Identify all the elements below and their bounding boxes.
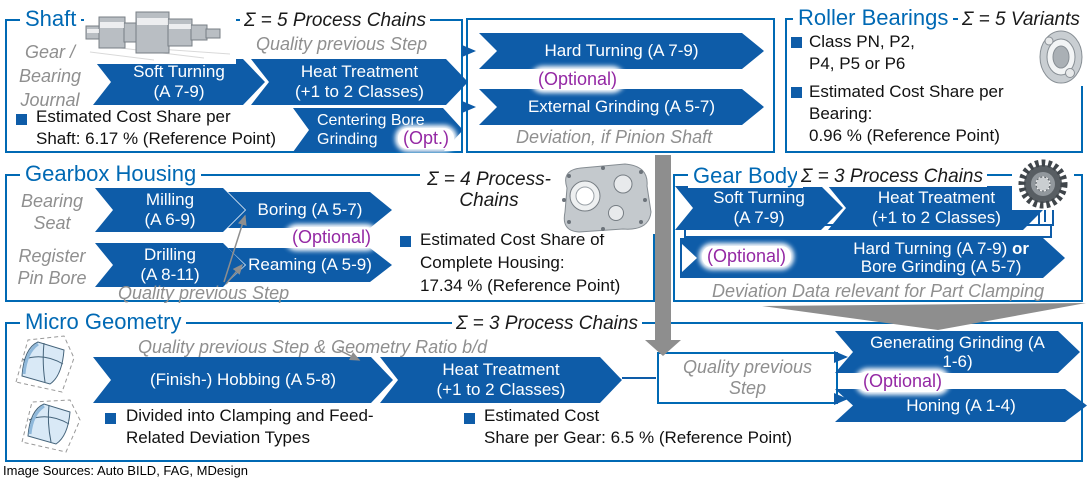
arrow-boring: Boring (A 5-7) [228,192,392,228]
micro-sigma: Σ = 3 Process Chains [452,313,642,334]
roller-bearings-sigma: Σ = 5 Variants [958,9,1084,30]
shaft-sigma: Σ = 5 Process Chains [240,10,430,31]
micro-deviation-bullet [105,413,116,424]
arrow-honing: Honing (A 1-4) [835,389,1087,422]
deviation-flow-arrowhead [645,340,681,356]
gear-body-note: Deviation Data relevant for Part Clampin… [712,281,1045,301]
arrow-hard-turning-or-bore-grinding: (Optional) Hard Turning (A 7-9) or Bore … [680,238,1065,278]
micro-geometry-title: Micro Geometry [20,310,187,334]
micro-deviation-text: Divided into Clamping and Feed- Related … [126,406,374,447]
pinion-note: Deviation, if Pinion Shaft [516,127,713,147]
bearing-photo [1038,28,1084,86]
gearbody-optional-label: (Optional) [702,246,791,267]
quality-previous-step-box: Quality previous Step [657,352,838,404]
arrow-generating-grinding: Generating Grinding (A 1-6) [835,331,1080,373]
housing-cost-bullet [400,236,411,247]
arrow-hard-turning-shaft: Hard Turning (A 7-9) [479,33,764,69]
bearing-cost-text: Estimated Cost Share per Bearing: 0.96 %… [809,82,1004,145]
loopback-arrowhead [682,244,697,272]
micro-cost-text: Estimated Cost Share per Gear: 6.5 % (Re… [484,406,793,447]
arrow-drilling: Drilling (A 8-11) [95,243,245,287]
housing-optional-label: (Optional) [287,227,377,248]
housing-side-label-bottom: Register Pin Bore [17,246,87,288]
arrow-heat-treatment-shaft: Heat Treatment (+1 to 2 Classes) [251,59,468,105]
gear-body-sigma: Σ = 3 Process Chains [797,166,987,187]
gearbody-finishing-text: Hard Turning (A 7-9) or Bore Grinding (A… [853,239,1029,276]
housing-quality-note: Quality previous Step [118,283,290,303]
shaft-title: Shaft [20,7,82,31]
image-sources-footer: Image Sources: Auto BILD, FAG, MDesign [3,463,248,478]
arrow-external-grinding: External Grinding (A 5-7) [479,89,764,125]
pinion-optional-label: (Optional) [533,69,623,90]
micro-cost-bullet [464,413,475,424]
arrow-soft-turning-gearbody: Soft Turning (A 7-9) [675,186,843,230]
deviation-flow-bar [655,155,671,341]
arrow-hobbing: (Finish-) Hobbing (A 5-8) [93,357,393,403]
shaft-side-label: Gear / Bearing Journal [18,42,82,110]
shaft-cost-text: Estimated Cost Share per Shaft: 6.17 % (… [36,107,277,148]
roller-bearings-title: Roller Bearings [793,6,954,30]
arrow-milling: Milling (A 6-9) [95,188,245,232]
flank-diagram-top [15,335,75,393]
gear-body-title: Gear Body [688,164,804,188]
flank-diagram-bottom [21,399,81,453]
gear-photo [1012,158,1074,210]
housing-sigma: Σ = 4 Process- Chains [420,169,558,211]
housing-photo [553,160,655,234]
centering-opt-label: (Opt.) [398,128,455,149]
micro-quality-note: Quality previous Step & Geometry Ratio b… [138,337,488,357]
arrow-reaming: Reaming (A 5-9) [228,248,392,282]
shaft-photo [84,2,236,64]
arrow-soft-turning-shaft: Soft Turning (A 7-9) [93,59,265,105]
bearing-classes-bullet [791,37,802,48]
bearing-classes-text: Class PN, P2, P4, P5 or P6 [809,32,915,73]
roller-bearings-box [785,18,1083,153]
arrow-heat-treatment-micro: Heat Treatment (+1 to 2 Classes) [380,357,622,403]
housing-side-label-top: Bearing Seat [20,191,84,233]
housing-cost-text: Estimated Cost Share of Complete Housing… [420,230,621,295]
arrow-heat-treatment-gearbody: Heat Treatment (+1 to 2 Classes) [828,186,1045,230]
shaft-quality-note: Quality previous Step [256,34,428,54]
shaft-cost-bullet [16,114,27,125]
micro-optional-label: (Optional) [858,371,948,392]
bearing-cost-bullet [791,87,802,98]
gearbox-housing-title: Gearbox Housing [20,162,202,186]
